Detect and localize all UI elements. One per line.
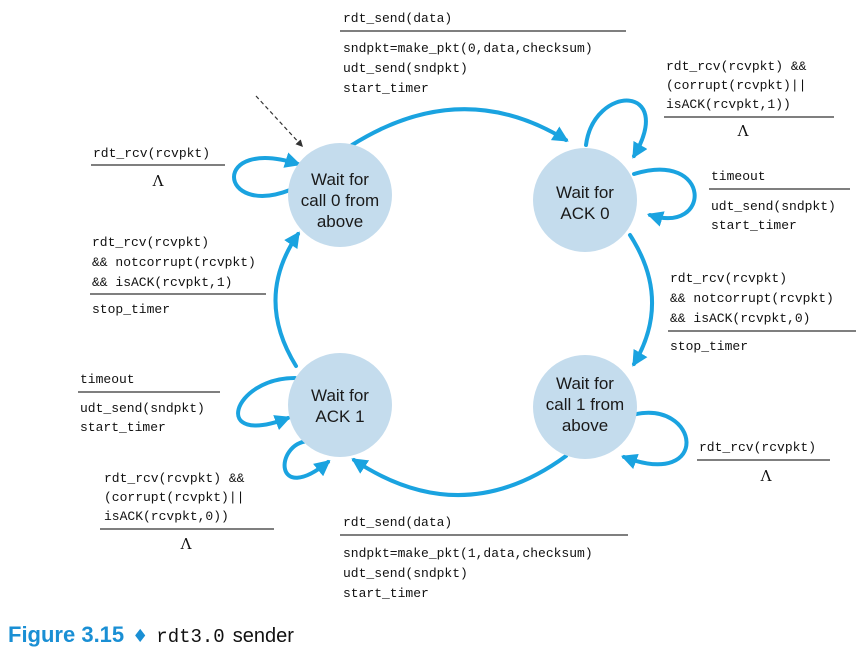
label-ack1-good-event-2: && notcorrupt(rcvpkt)	[92, 255, 256, 270]
state-wait-ack1-line1: Wait for	[311, 386, 369, 405]
label-timeout0-event: timeout	[711, 169, 766, 184]
label-ack0-bad-event-3: isACK(rcvpkt,1))	[666, 97, 791, 112]
label-ack1-good-event-3: && isACK(rcvpkt,1)	[92, 275, 232, 290]
label-call1-self-event: rdt_rcv(rcvpkt)	[699, 440, 816, 455]
label-call0-self-lambda: Λ	[152, 172, 164, 190]
label-ack1-bad-event-2: (corrupt(rcvpkt)||	[104, 490, 244, 505]
label-ack0-good-action: stop_timer	[670, 339, 748, 354]
label-ack1-good-action: stop_timer	[92, 302, 170, 317]
label-send0-action-3: start_timer	[343, 81, 429, 96]
label-ack1-bad-lambda: Λ	[180, 535, 192, 553]
state-wait-ack0: Wait for ACK 0	[533, 148, 637, 252]
state-wait-ack0-line2: ACK 0	[560, 204, 609, 223]
label-send0: rdt_send(data) sndpkt=make_pkt(0,data,ch…	[340, 11, 626, 96]
label-ack0-bad-event-2: (corrupt(rcvpkt)||	[666, 78, 806, 93]
label-ack1-good-event-1: rdt_rcv(rcvpkt)	[92, 235, 209, 250]
label-send0-action-2: udt_send(sndpkt)	[343, 61, 468, 76]
caption-figure-number: Figure 3.15	[8, 622, 124, 647]
state-wait-call0-line1: Wait for	[311, 170, 369, 189]
state-wait-ack1-line2: ACK 1	[315, 407, 364, 426]
label-timeout1-action-1: udt_send(sndpkt)	[80, 401, 205, 416]
arc-timeout0-loop	[632, 167, 697, 227]
label-timeout0-action-2: start_timer	[711, 218, 797, 233]
state-wait-ack0-line1: Wait for	[556, 183, 614, 202]
label-ack0-good-event-3: && isACK(rcvpkt,0)	[670, 311, 810, 326]
transition-arcs	[232, 95, 697, 497]
label-ack1-bad: rdt_rcv(rcvpkt) && (corrupt(rcvpkt)|| is…	[100, 471, 274, 553]
label-ack0-good-event-2: && notcorrupt(rcvpkt)	[670, 291, 834, 306]
label-timeout0-action-1: udt_send(sndpkt)	[711, 199, 836, 214]
label-call0-self-event: rdt_rcv(rcvpkt)	[93, 146, 210, 161]
label-ack1-good: rdt_rcv(rcvpkt) && notcorrupt(rcvpkt) &&…	[90, 235, 266, 317]
label-send1-event: rdt_send(data)	[343, 515, 452, 530]
label-ack0-bad-lambda: Λ	[737, 122, 749, 140]
label-send1-action-2: udt_send(sndpkt)	[343, 566, 468, 581]
state-wait-call1-line3: above	[562, 416, 608, 435]
arc-send1	[351, 454, 568, 497]
state-wait-call0: Wait for call 0 from above	[288, 143, 392, 247]
label-send1: rdt_send(data) sndpkt=make_pkt(1,data,ch…	[340, 515, 628, 601]
label-timeout0: timeout udt_send(sndpkt) start_timer	[709, 169, 850, 233]
label-call0-self: rdt_rcv(rcvpkt) Λ	[91, 146, 225, 190]
arc-call1-self-loop	[621, 411, 689, 469]
label-ack0-good: rdt_rcv(rcvpkt) && notcorrupt(rcvpkt) &&…	[668, 271, 856, 354]
arc-ack1-bad-loop	[282, 439, 331, 480]
label-ack0-good-event-1: rdt_rcv(rcvpkt)	[670, 271, 787, 286]
caption-code: rdt3.0	[156, 626, 224, 648]
label-timeout1: timeout udt_send(sndpkt) start_timer	[78, 372, 220, 435]
state-wait-call1-line2: call 1 from	[546, 395, 624, 414]
caption-diamond: ♦	[132, 626, 148, 647]
label-timeout1-event: timeout	[80, 372, 135, 387]
state-wait-ack1: Wait for ACK 1	[288, 353, 392, 457]
arc-ack0-bad-loop	[584, 98, 648, 159]
state-wait-call0-line3: above	[317, 212, 363, 231]
arc-ack1-good	[273, 231, 300, 368]
label-send0-action-1: sndpkt=make_pkt(0,data,checksum)	[343, 41, 593, 56]
label-ack0-bad-event-1: rdt_rcv(rcvpkt) &&	[666, 59, 807, 74]
arc-ack0-good	[628, 233, 655, 367]
label-send1-action-1: sndpkt=make_pkt(1,data,checksum)	[343, 546, 593, 561]
state-wait-call1: Wait for call 1 from above	[533, 355, 637, 459]
label-ack1-bad-event-1: rdt_rcv(rcvpkt) &&	[104, 471, 245, 486]
label-send1-action-3: start_timer	[343, 586, 429, 601]
arc-send0	[350, 107, 569, 147]
label-ack1-bad-event-3: isACK(rcvpkt,0))	[104, 509, 229, 524]
label-timeout1-action-2: start_timer	[80, 420, 166, 435]
label-call1-self-lambda: Λ	[760, 467, 772, 485]
state-wait-call0-line2: call 0 from	[301, 191, 379, 210]
state-wait-call1-line1: Wait for	[556, 374, 614, 393]
label-ack0-bad: rdt_rcv(rcvpkt) && (corrupt(rcvpkt)|| is…	[664, 59, 834, 140]
arc-call0-self-loop	[232, 152, 302, 198]
label-call1-self: rdt_rcv(rcvpkt) Λ	[697, 440, 830, 485]
initial-state-arrow	[255, 95, 303, 148]
figure-caption: Figure 3.15 ♦ rdt3.0 sender	[8, 622, 294, 648]
label-send0-event: rdt_send(data)	[343, 11, 452, 26]
caption-text: sender	[233, 625, 294, 647]
arc-timeout1-loop	[236, 376, 297, 431]
